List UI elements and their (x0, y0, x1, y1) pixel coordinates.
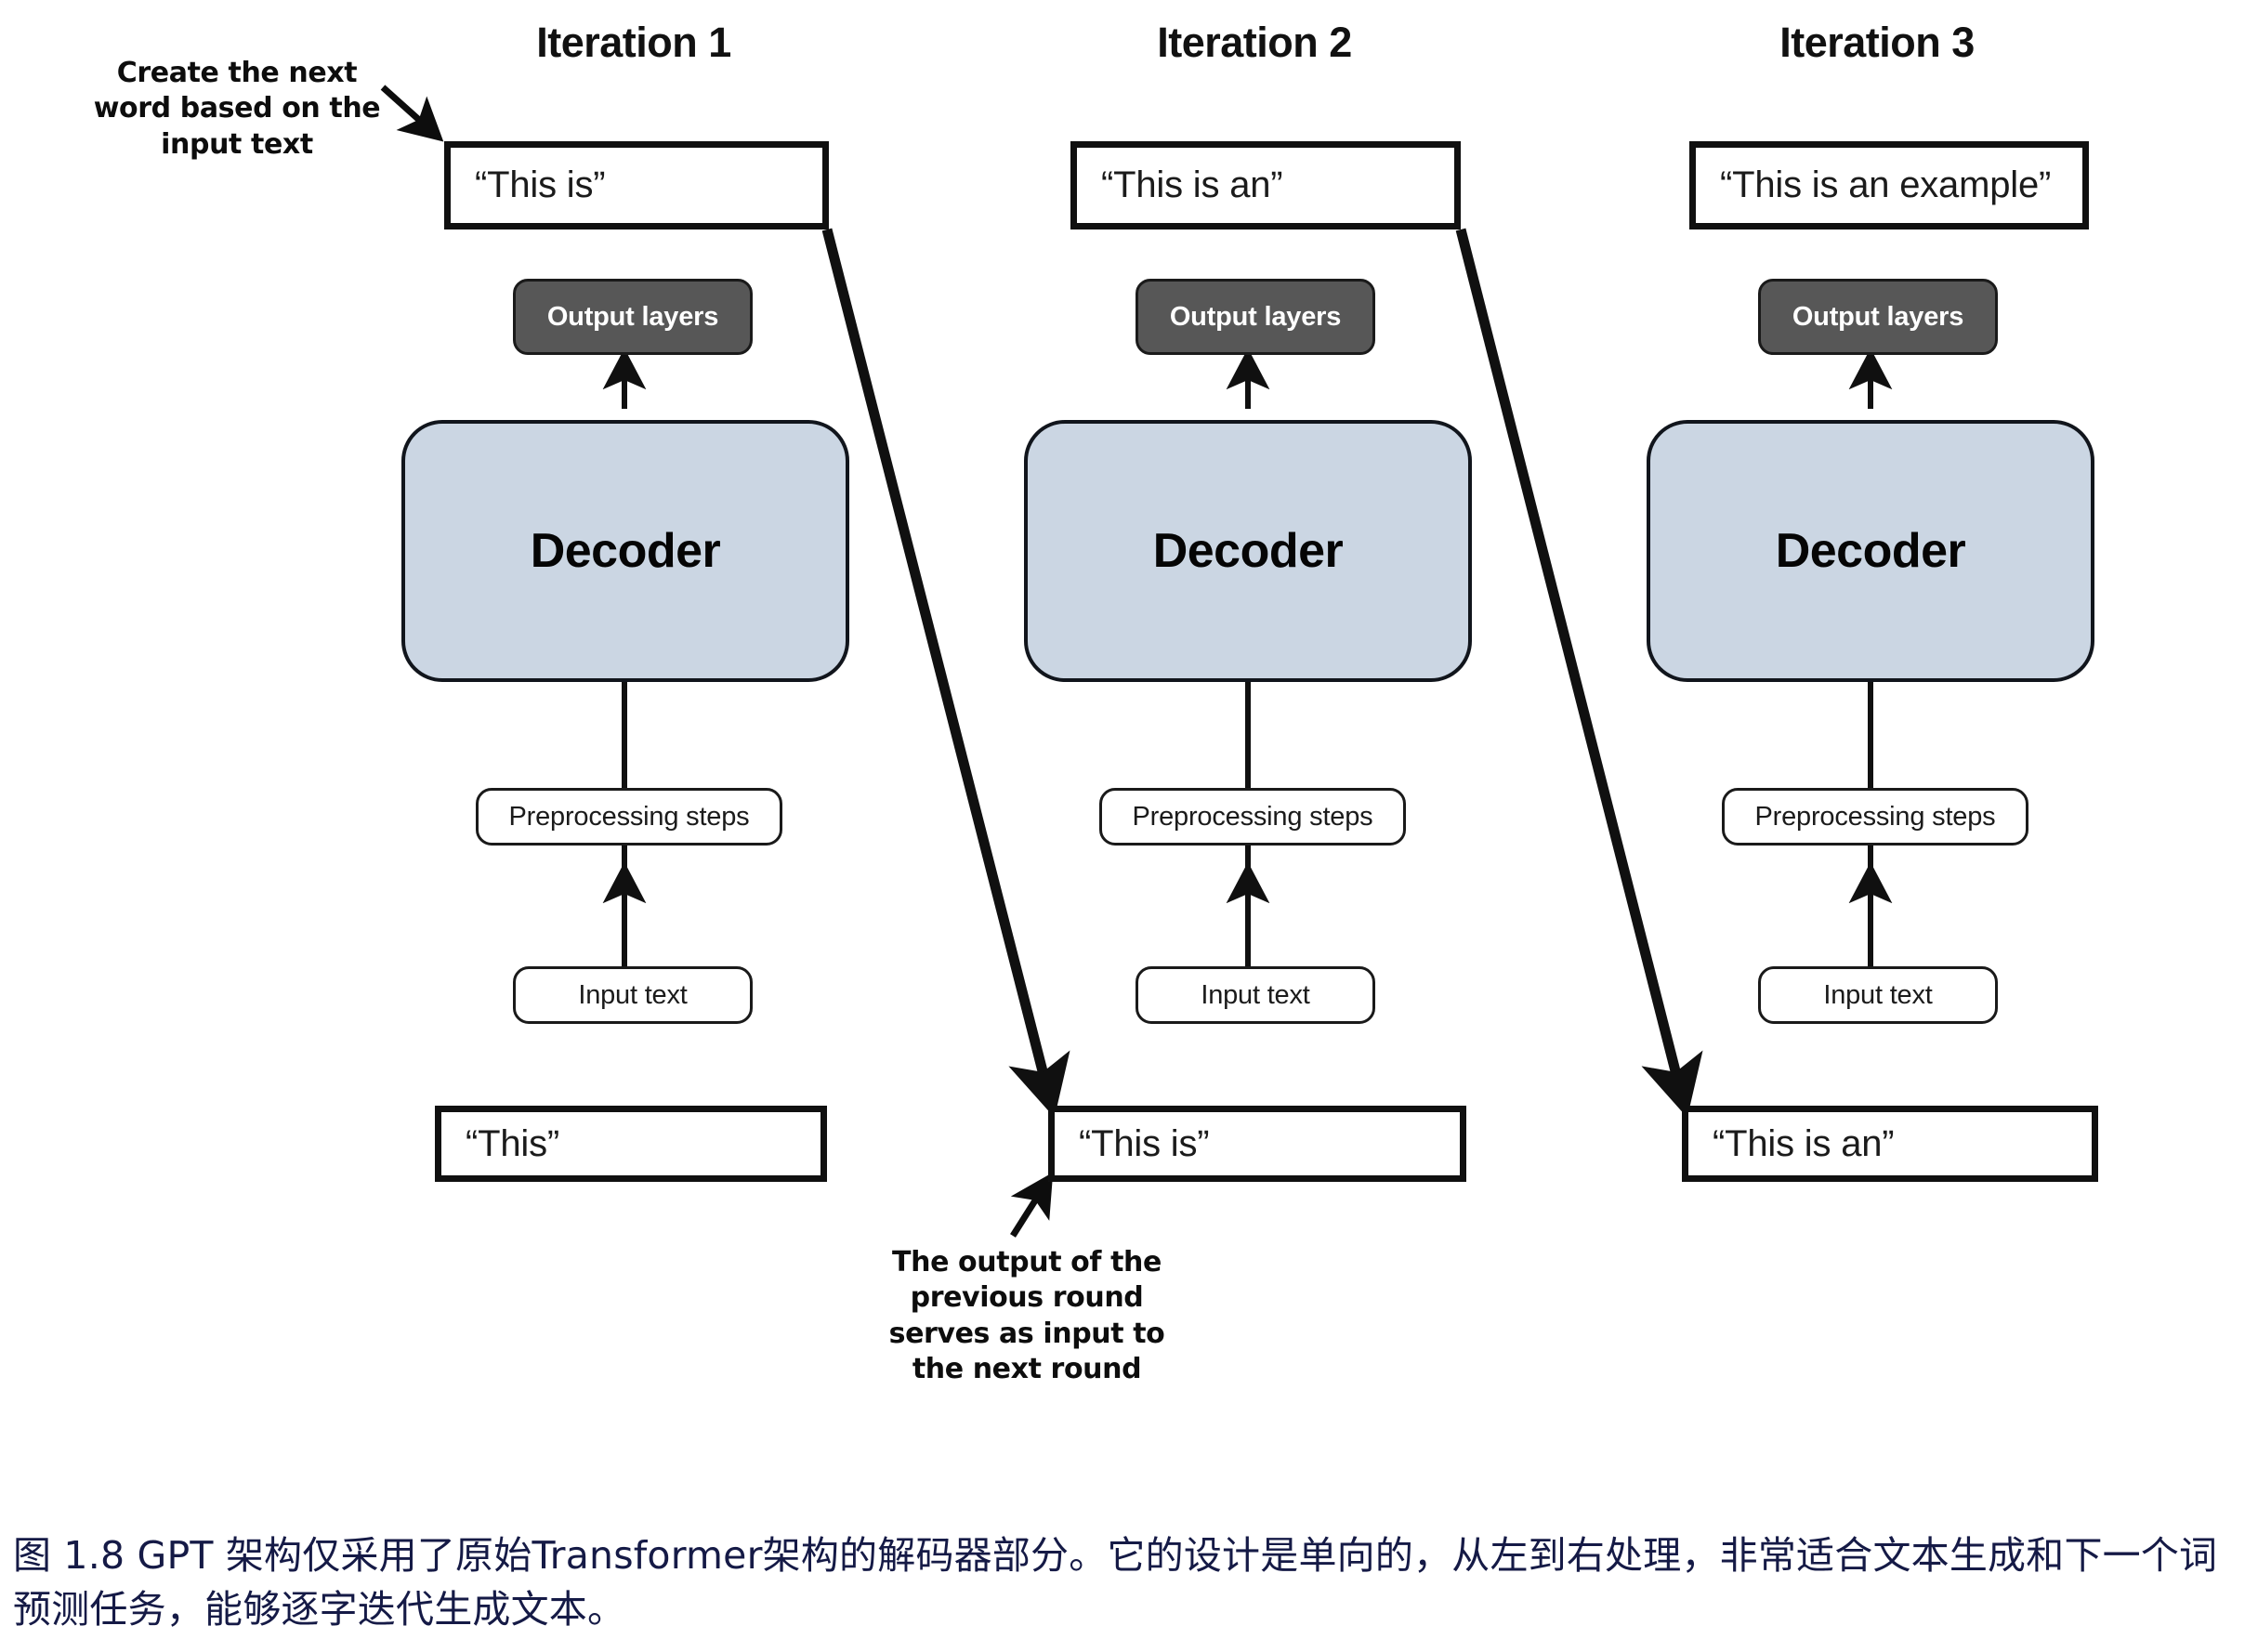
annotation-arrow-previous-round (1010, 1172, 1054, 1238)
decoder-box-3: Decoder (1647, 420, 2094, 682)
input-text-value-box-3: “This is an” (1682, 1106, 2098, 1182)
annotation-previous-round-output: The output of the previous round serves … (888, 1246, 1165, 1386)
preprocessing-steps-box-2: Preprocessing steps (1099, 788, 1406, 846)
output-text-box-3: “This is an example” (1689, 141, 2089, 229)
decoder-box-1: Decoder (401, 420, 849, 682)
input-text-value-box-2: “This is” (1048, 1106, 1466, 1182)
iteration-title-1: Iteration 1 (536, 19, 731, 66)
decoder-box-2: Decoder (1024, 420, 1472, 682)
output-layers-box-1: Output layers (513, 279, 753, 355)
preprocessing-steps-box-1: Preprocessing steps (476, 788, 782, 846)
arrow-iteration2-output-to-iteration3-input (1455, 228, 1703, 1118)
preprocessing-steps-box-3: Preprocessing steps (1722, 788, 2028, 846)
annotation-arrow-create-next-word (380, 85, 444, 142)
figure-caption: 图 1.8 GPT 架构仅采用了原始Transformer架构的解码器部分。它的… (13, 1533, 2218, 1632)
output-layers-box-3: Output layers (1758, 279, 1998, 355)
arrow-iteration1-output-to-iteration2-input (821, 228, 1070, 1118)
output-layers-box-2: Output layers (1136, 279, 1375, 355)
input-text-box-3: Input text (1758, 966, 1998, 1024)
input-text-value-box-1: “This” (435, 1106, 827, 1182)
iteration-title-3: Iteration 3 (1779, 19, 1975, 66)
output-text-box-2: “This is an” (1070, 141, 1461, 229)
input-text-box-1: Input text (513, 966, 753, 1024)
iteration-title-2: Iteration 2 (1157, 19, 1352, 66)
input-text-box-2: Input text (1136, 966, 1375, 1024)
annotation-create-next-word: Create the next word based on the input … (93, 57, 381, 161)
output-text-box-1: “This is” (444, 141, 829, 229)
